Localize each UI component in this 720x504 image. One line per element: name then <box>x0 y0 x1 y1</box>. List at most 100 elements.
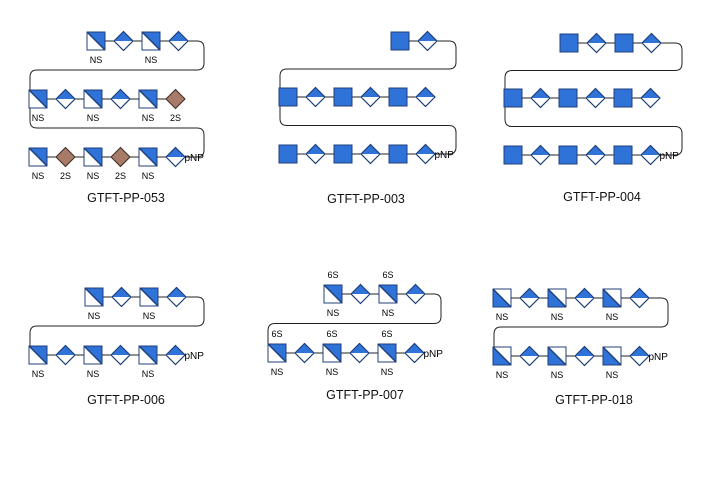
square-diagonal-icon <box>602 288 622 308</box>
pnp-label: pNP <box>185 351 205 362</box>
square-diagonal-icon <box>28 345 48 365</box>
diamond-icon <box>585 87 606 109</box>
sulfation-label: NS <box>142 369 155 379</box>
square-diagonal-icon <box>322 343 342 363</box>
filled-square-icon <box>613 145 633 165</box>
sulfation-label: NS <box>606 370 619 380</box>
diamond-icon <box>574 287 595 309</box>
diamond-icon <box>519 345 540 367</box>
sulfation-label: 6S <box>382 270 393 280</box>
row-connector-line <box>504 42 683 99</box>
diamond-icon <box>530 144 551 166</box>
sulfation-label: NS <box>143 311 156 321</box>
sulfation-label: NS <box>87 171 100 181</box>
diamond-icon <box>519 287 540 309</box>
glycosidic-linkages <box>493 297 669 357</box>
filled-square-icon <box>390 31 410 51</box>
filled-square-icon <box>333 144 353 164</box>
square-diagonal-icon <box>602 346 622 366</box>
diamond-icon <box>113 30 134 52</box>
sulfation-label: 6S <box>326 329 337 339</box>
square-diagonal-icon <box>547 346 567 366</box>
diamond-icon <box>415 86 436 108</box>
filled-square-icon <box>614 33 634 53</box>
sulfation-label: NS <box>90 55 103 65</box>
sulfation-label: NS <box>142 171 155 181</box>
sulfation-label: NS <box>32 113 45 123</box>
pnp-label: pNP <box>660 151 680 162</box>
pnp-label: pNP <box>424 349 444 360</box>
square-diagonal-icon <box>267 343 287 363</box>
row-connector-line <box>279 96 457 155</box>
square-diagonal-icon <box>28 147 48 167</box>
sulfation-label: NS <box>271 367 284 377</box>
compound-title: GTFT-PP-003 <box>327 192 405 206</box>
square-diagonal-icon <box>138 147 158 167</box>
diamond-icon <box>417 30 438 52</box>
sulfation-label: NS <box>551 312 564 322</box>
row-connector-line <box>504 97 683 156</box>
filled-square-icon <box>278 87 298 107</box>
square-diagonal-icon <box>492 288 512 308</box>
square-diagonal-icon <box>84 287 104 307</box>
sulfation-label: NS <box>606 312 619 322</box>
filled-square-icon <box>388 87 408 107</box>
filled-square-icon <box>503 88 523 108</box>
square-diagonal-icon <box>492 346 512 366</box>
brown-diamond-icon <box>165 88 186 110</box>
diamond-icon <box>55 88 76 110</box>
sulfation-label: NS <box>32 369 45 379</box>
glycan-gtft-pp-003: pNP GTFT-PP-003 <box>278 30 457 206</box>
filled-square-icon <box>613 88 633 108</box>
pnp-label: pNP <box>435 150 455 161</box>
diamond-icon <box>640 87 661 109</box>
square-diagonal-icon <box>377 343 397 363</box>
sulfation-label: 6S <box>271 329 282 339</box>
sulfation-label: NS <box>551 370 564 380</box>
diamond-icon <box>586 32 607 54</box>
diamond-icon <box>111 286 132 308</box>
diamond-icon <box>405 283 426 305</box>
sulfation-label: NS <box>142 113 155 123</box>
square-diagonal-icon <box>378 284 398 304</box>
sulfation-label: 2S <box>115 171 126 181</box>
diamond-icon <box>294 342 315 364</box>
sulfation-label: NS <box>327 308 340 318</box>
diamond-icon <box>530 87 551 109</box>
compound-title: GTFT-PP-007 <box>326 388 404 402</box>
filled-square-icon <box>558 145 578 165</box>
compound-title: GTFT-PP-006 <box>87 393 165 407</box>
brown-diamond-icon <box>55 146 76 168</box>
square-diagonal-icon <box>83 147 103 167</box>
square-diagonal-icon <box>323 284 343 304</box>
diamond-icon <box>629 287 650 309</box>
diamond-icon <box>166 286 187 308</box>
diamond-icon <box>404 342 425 364</box>
compound-title: GTFT-PP-004 <box>563 190 641 204</box>
square-diagonal-icon <box>28 89 48 109</box>
diamond-icon <box>110 344 131 366</box>
filled-square-icon <box>503 145 523 165</box>
square-diagonal-icon <box>139 287 159 307</box>
diamond-icon <box>349 342 370 364</box>
diamond-icon <box>165 146 186 168</box>
diamond-icon <box>640 144 661 166</box>
sulfation-label: 6S <box>327 270 338 280</box>
sulfation-label: NS <box>145 55 158 65</box>
diamond-icon <box>415 143 436 165</box>
square-diagonal-icon <box>83 345 103 365</box>
diamond-icon <box>168 30 189 52</box>
diamond-icon <box>350 283 371 305</box>
diamond-icon <box>305 86 326 108</box>
filled-square-icon <box>559 33 579 53</box>
sulfation-label: NS <box>496 312 509 322</box>
sulfation-label: NS <box>381 367 394 377</box>
brown-diamond-icon <box>110 146 131 168</box>
diamond-icon <box>360 143 381 165</box>
sulfation-label: NS <box>382 308 395 318</box>
square-diagonal-icon <box>138 345 158 365</box>
square-diagonal-icon <box>547 288 567 308</box>
